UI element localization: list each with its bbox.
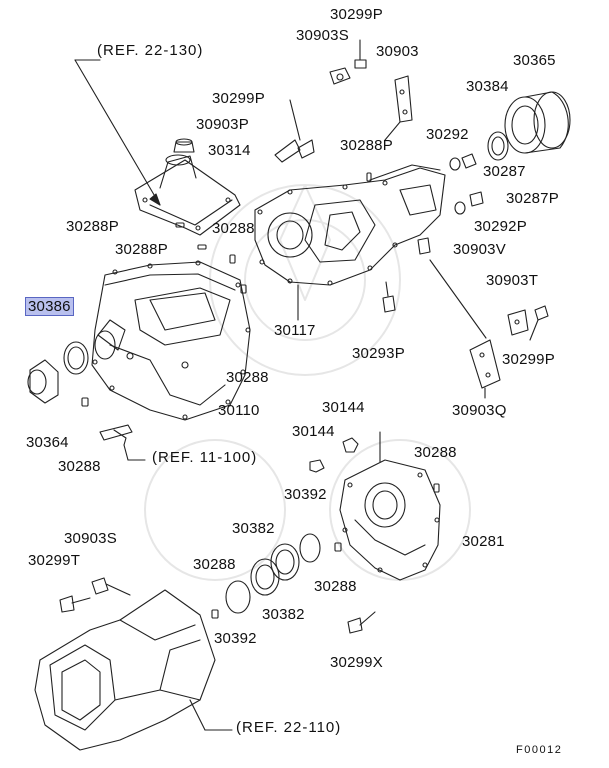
- label-30384[interactable]: 30384: [466, 78, 509, 95]
- label-30287p[interactable]: 30287P: [506, 190, 559, 207]
- nut-30144-a: [342, 437, 359, 453]
- label-30382-b[interactable]: 30382: [262, 606, 305, 623]
- label-30292p[interactable]: 30292P: [474, 218, 527, 235]
- label-30382-a[interactable]: 30382: [232, 520, 275, 537]
- label-30288p-top[interactable]: 30288P: [340, 137, 393, 154]
- center-case-30117: [254, 164, 446, 321]
- gasket-30292: [449, 157, 461, 171]
- label-30144-a[interactable]: 30144: [322, 399, 365, 416]
- label-30117[interactable]: 30117: [274, 322, 316, 339]
- label-30392-a[interactable]: 30392: [284, 486, 327, 503]
- extension-housing-30365: [504, 91, 571, 154]
- transfer-case-housing-30110: [91, 260, 251, 421]
- label-30903[interactable]: 30903: [376, 43, 419, 60]
- bracket-30903q: [429, 259, 501, 399]
- label-30903v[interactable]: 30903V: [453, 241, 506, 258]
- ref-22-110[interactable]: (REF. 22-110): [236, 719, 342, 736]
- gasket-30392-b: [225, 580, 251, 614]
- rear-cover-30281: [339, 431, 441, 581]
- clip-30903s-lower: [91, 577, 131, 596]
- seal-30382-a: [270, 543, 300, 581]
- label-30281[interactable]: 30281: [462, 533, 505, 550]
- label-30903s-top[interactable]: 30903S: [296, 27, 349, 44]
- breather-cap-30314: [173, 138, 195, 153]
- oil-seal-30386: [63, 341, 89, 375]
- label-30314[interactable]: 30314: [208, 142, 251, 159]
- label-30288-b[interactable]: 30288: [226, 369, 269, 386]
- label-30288p-left[interactable]: 30288P: [66, 218, 119, 235]
- label-30299x[interactable]: 30299X: [330, 654, 383, 671]
- label-30288p-mid[interactable]: 30288P: [115, 241, 168, 258]
- dust-seal-30364: [27, 359, 59, 404]
- bolt-30299x: [347, 611, 376, 634]
- label-30903s-lower[interactable]: 30903S: [64, 530, 117, 547]
- ref-22-130-leader: [74, 59, 161, 206]
- label-30299t[interactable]: 30299T: [28, 552, 81, 569]
- clip-30293p: [382, 281, 396, 313]
- oil-seal-30384: [487, 131, 509, 161]
- ref-11-100[interactable]: (REF. 11-100): [152, 449, 258, 466]
- clip-30903v: [417, 237, 431, 255]
- label-30288-c[interactable]: 30288: [58, 458, 101, 475]
- label-30903p[interactable]: 30903P: [196, 116, 249, 133]
- label-30299p-top[interactable]: 30299P: [330, 6, 383, 23]
- ref-11-100-part: [99, 424, 146, 461]
- seal-30382-b: [250, 558, 280, 596]
- plug-30287: [461, 153, 477, 169]
- label-30288-f[interactable]: 30288: [314, 578, 357, 595]
- top-cover: [134, 154, 241, 236]
- figure-id: F00012: [516, 744, 563, 756]
- label-30288-a[interactable]: 30288: [212, 220, 255, 237]
- bracket-30903t: [507, 309, 529, 336]
- label-30903t[interactable]: 30903T: [486, 272, 539, 289]
- label-30299p-right[interactable]: 30299P: [502, 351, 555, 368]
- label-30287[interactable]: 30287: [483, 163, 526, 180]
- bracket-30903: [384, 75, 413, 141]
- label-30365[interactable]: 30365: [513, 52, 556, 69]
- label-30292[interactable]: 30292: [426, 126, 469, 143]
- plug-30287p: [469, 191, 484, 207]
- adapter-housing-22-110: [34, 589, 233, 751]
- harness-clip-30903s: [329, 67, 351, 85]
- label-30392-b[interactable]: 30392: [214, 630, 257, 647]
- label-30293p[interactable]: 30293P: [352, 345, 405, 362]
- nut-30144-b: [309, 459, 325, 473]
- dowel-pins: [81, 172, 440, 619]
- label-30110[interactable]: 30110: [218, 402, 260, 419]
- gasket-30392-a: [299, 533, 321, 563]
- label-30144-b[interactable]: 30144: [292, 423, 335, 440]
- bolt-30299p-right: [529, 305, 549, 341]
- bolt-30299t: [59, 595, 91, 613]
- label-30903q[interactable]: 30903Q: [452, 402, 507, 419]
- label-30364[interactable]: 30364: [26, 434, 69, 451]
- label-30288-d[interactable]: 30288: [414, 444, 457, 461]
- label-30299p-mid[interactable]: 30299P: [212, 90, 265, 107]
- label-30386-highlighted[interactable]: 30386: [25, 297, 74, 316]
- ref-22-130[interactable]: (REF. 22-130): [97, 42, 204, 59]
- harness-clip-30903p: [274, 99, 315, 163]
- bolt-30299p-top: [354, 39, 367, 69]
- label-30288-e[interactable]: 30288: [193, 556, 236, 573]
- gasket-30292p: [454, 201, 466, 215]
